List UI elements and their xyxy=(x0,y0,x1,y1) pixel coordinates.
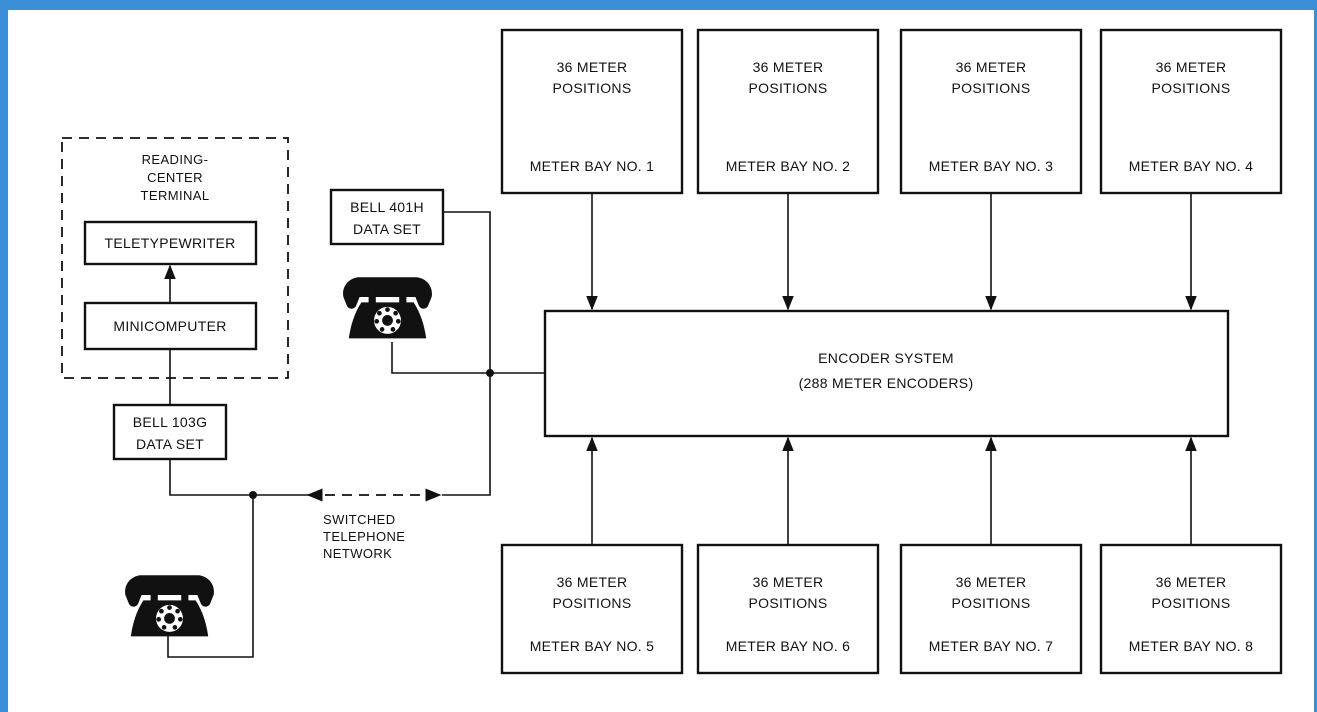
meter-bay-positions-line-1: 36 METER xyxy=(753,574,824,590)
teletypewriter-box xyxy=(83,220,258,266)
encoder-system-box xyxy=(543,309,1230,438)
meter-bay-positions-line-1: 36 METER xyxy=(956,574,1027,590)
reading-center-title-3: TERMINAL xyxy=(141,188,210,203)
meter-bay-label: METER BAY NO. 5 xyxy=(530,638,655,654)
link-left-phone xyxy=(167,495,254,658)
meter-bay-label: METER BAY NO. 1 xyxy=(530,158,655,174)
teletypewriter-label: TELETYPEWRITER xyxy=(105,235,236,251)
meter-bays: 36 METER POSITIONS METER BAY NO. 1 36 METER… xyxy=(500,28,1283,675)
meter-bay-label: METER BAY NO. 6 xyxy=(726,638,851,654)
link-401h-to-network xyxy=(442,211,491,496)
meter-bay-positions-line-2: POSITIONS xyxy=(749,595,828,611)
network-label-1: SWITCHED xyxy=(323,512,396,527)
meter-bay-positions-line-2: POSITIONS xyxy=(749,80,828,96)
reading-center-title-1: READING- xyxy=(142,152,209,167)
bell-401h-data-set-box xyxy=(329,188,445,246)
minicomputer-label: MINICOMPUTER xyxy=(113,318,226,334)
meter-bay-box-8 xyxy=(1099,543,1283,675)
telephone-icon xyxy=(125,575,214,637)
bell-103g-line-1: BELL 103G xyxy=(133,414,208,430)
meter-bay-label: METER BAY NO. 8 xyxy=(1129,638,1254,654)
encoder-count-label: (288 METER ENCODERS) xyxy=(799,375,974,391)
meter-bay-box-6 xyxy=(696,543,880,675)
meter-bay-box-1 xyxy=(500,28,684,195)
meter-bay-positions-line-2: POSITIONS xyxy=(553,80,632,96)
meter-bay-positions-line-1: 36 METER xyxy=(557,574,628,590)
bell-401h-line-2: DATA SET xyxy=(353,221,421,237)
reading-center-title-2: CENTER xyxy=(147,170,203,185)
network-label-3: NETWORK xyxy=(323,546,392,561)
encoder-system-label: ENCODER SYSTEM xyxy=(818,350,954,366)
reading-center-terminal-group xyxy=(61,137,289,379)
meter-bay-positions-line-2: POSITIONS xyxy=(1152,595,1231,611)
meter-bay-positions-line-1: 36 METER xyxy=(956,59,1027,75)
network-label-2: TELEPHONE xyxy=(323,529,405,544)
meter-bay-box-3 xyxy=(899,28,1083,195)
meter-bay-positions-line-1: 36 METER xyxy=(753,59,824,75)
meter-bay-box-5 xyxy=(500,543,684,675)
meter-bay-box-2 xyxy=(696,28,880,195)
meter-bay-positions-line-2: POSITIONS xyxy=(553,595,632,611)
frame-right-border xyxy=(1314,0,1317,712)
meter-bay-label: METER BAY NO. 3 xyxy=(929,158,1054,174)
meter-bay-label: METER BAY NO. 4 xyxy=(1129,158,1254,174)
meter-bay-label: METER BAY NO. 2 xyxy=(726,158,851,174)
frame-left-border xyxy=(0,0,8,712)
meter-bay-positions-line-1: 36 METER xyxy=(1156,574,1227,590)
meter-bay-positions-line-2: POSITIONS xyxy=(1152,80,1231,96)
telephone-icon xyxy=(343,277,432,339)
meter-bay-positions-line-2: POSITIONS xyxy=(952,80,1031,96)
meter-bay-positions-line-1: 36 METER xyxy=(1156,59,1227,75)
bell-103g-line-2: DATA SET xyxy=(136,436,204,452)
link-right-phone-to-encoder xyxy=(391,342,545,374)
frame-top-border xyxy=(0,0,1317,10)
meter-bay-positions-line-2: POSITIONS xyxy=(952,595,1031,611)
meter-bay-positions-line-1: 36 METER xyxy=(557,59,628,75)
bell-401h-line-1: BELL 401H xyxy=(350,199,424,215)
link-103g-to-network xyxy=(169,459,318,496)
meter-bay-label: METER BAY NO. 7 xyxy=(929,638,1054,654)
